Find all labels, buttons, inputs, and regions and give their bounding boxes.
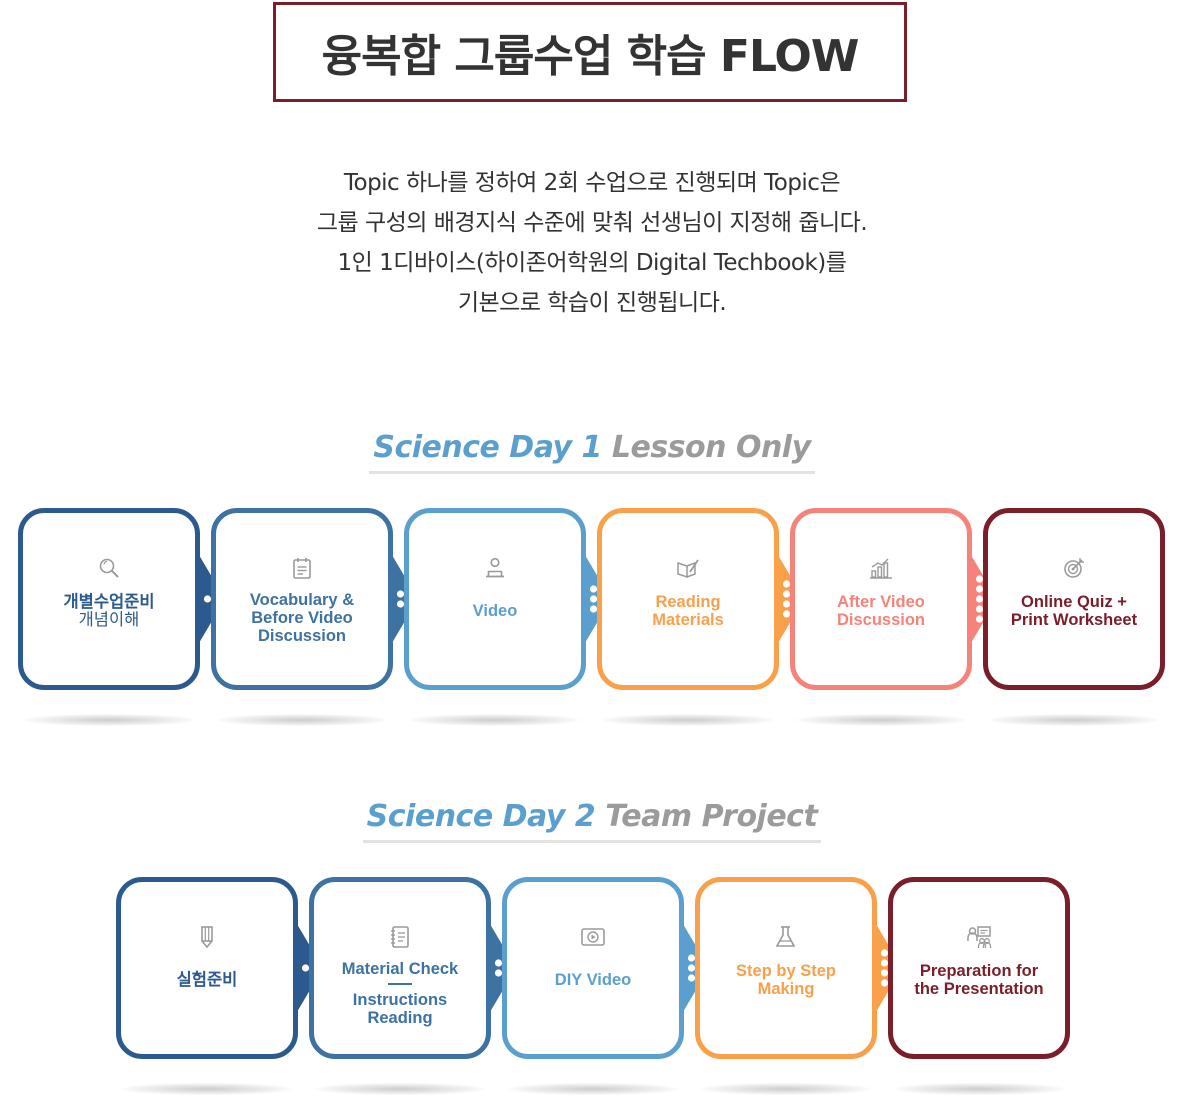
step-label: DIY Video [511, 971, 675, 989]
step-card: 실험준비 [116, 877, 298, 1059]
card-shadow [603, 714, 773, 726]
day2-title-highlight: Science Day 2 [366, 799, 596, 834]
step-card: Online Quiz +Print Worksheet [983, 508, 1165, 690]
card-shadow [315, 1083, 485, 1095]
step-label-line: Discussion [257, 627, 347, 645]
step-sublabel: 개념이해 [78, 611, 140, 629]
bar-chart-icon [795, 555, 967, 583]
intro-line: Topic 하나를 정하여 2회 수업으로 진행되며 Topic은 [343, 170, 841, 196]
clipboard-icon [216, 555, 388, 583]
intro-line: 기본으로 학습이 진행됩니다. [457, 290, 727, 316]
step-label-line: Materials [652, 611, 724, 629]
notebook-icon [314, 924, 486, 952]
step-label-line: the Presentation [914, 980, 1044, 998]
step-card: Video [404, 508, 586, 690]
day2-title-rest: Team Project [605, 799, 818, 834]
day2-section-title: Science Day 2 Team Project [0, 799, 1184, 843]
page-title: 융복합 그룹수업 학습 FLOW [321, 31, 860, 82]
play-video-icon [507, 924, 679, 952]
day1-section-title: Science Day 1 Lesson Only [0, 430, 1184, 474]
step-label-line: Before Video [251, 609, 353, 627]
card-shadow [508, 1083, 678, 1095]
step-label-line: After Video [837, 593, 925, 611]
card-shadow [217, 714, 387, 726]
card-shadow [410, 714, 580, 726]
step-label-line: Reading [655, 593, 721, 611]
step-label-line: Online Quiz + [1021, 593, 1127, 611]
intro-line: 1인 1디바이스(하이존어학원의 Digital Techbook)를 [337, 250, 847, 276]
card-shadow [989, 714, 1159, 726]
step-divider [388, 983, 412, 985]
step-label-line: Making [757, 980, 815, 998]
step-label-line: 실험준비 [176, 971, 238, 989]
step-label-line: Instructions [352, 991, 448, 1009]
day1-title-highlight: Science Day 1 [373, 430, 602, 465]
card-shadow [24, 714, 194, 726]
intro-line: 그룹 구성의 배경지식 수준에 맞춰 선생님이 지정해 줍니다. [316, 210, 868, 236]
step-card: DIY Video [502, 877, 684, 1059]
card-shadow [796, 714, 966, 726]
step-label-line: Preparation for [919, 962, 1039, 980]
step-label: Online Quiz +Print Worksheet [992, 593, 1156, 629]
card-shadow [894, 1083, 1064, 1095]
step-label-line: Discussion [836, 611, 926, 629]
pencil-icon [121, 924, 293, 952]
book-pencil-icon [602, 555, 774, 583]
card-shadow [122, 1083, 292, 1095]
step-label: 실험준비 [125, 971, 289, 989]
magnifier-icon [23, 555, 195, 583]
intro-paragraph: Topic 하나를 정하여 2회 수업으로 진행되며 Topic은 그룹 구성의… [192, 163, 992, 323]
page-title-box: 융복합 그룹수업 학습 FLOW [273, 2, 907, 102]
step-label: Video [413, 602, 577, 620]
flask-icon [700, 924, 872, 952]
step-label-line: Vocabulary & [249, 591, 355, 609]
presentation-icon [893, 924, 1065, 952]
step-label-line: 개별수업준비 [63, 593, 155, 611]
step-label-line: Reading [367, 1009, 433, 1027]
step-label-line: Print Worksheet [1010, 611, 1138, 629]
target-icon [988, 555, 1160, 583]
step-label-line: DIY Video [554, 971, 632, 989]
step-label-line: Material Check [341, 960, 459, 978]
person-laptop-icon [409, 555, 581, 583]
day1-title-rest: Lesson Only [611, 430, 811, 465]
step-label-line: Video [472, 602, 518, 620]
card-shadow [701, 1083, 871, 1095]
step-label-line: Step by Step [736, 962, 836, 980]
